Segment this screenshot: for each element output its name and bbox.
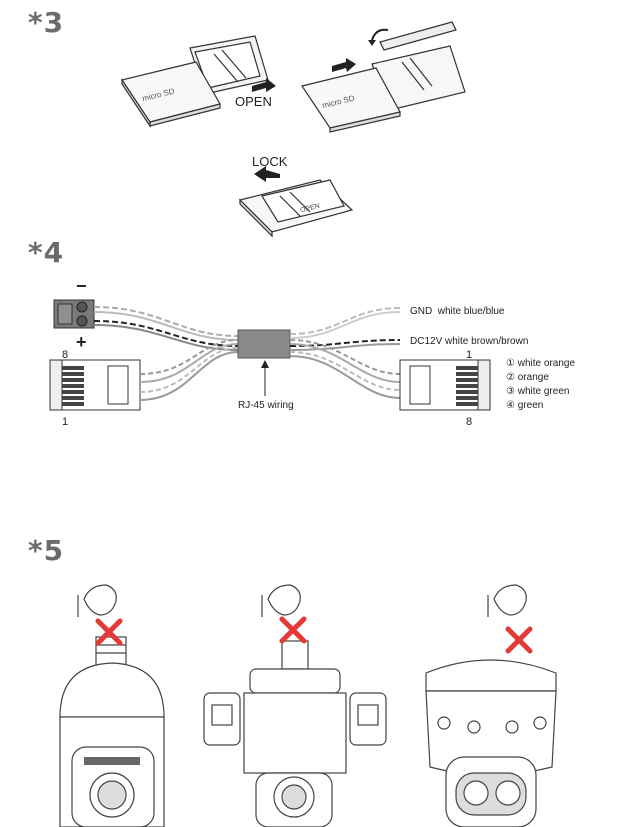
wiring-diagram: − + 8 1 [49, 276, 575, 428]
pair-label-2: ② orange [506, 372, 549, 383]
camera-left [59, 584, 165, 827]
section-3-heading: *3 [28, 6, 65, 39]
rj45-wiring-label: RJ-45 wiring [238, 400, 294, 411]
tray-text: OPEN [300, 203, 321, 215]
sd-card-open-illustration: micro SD [121, 35, 276, 128]
x-mark-icon [279, 616, 307, 644]
left-pin-bottom: 1 [62, 416, 68, 428]
lock-label: LOCK [252, 154, 288, 169]
camera-right [425, 584, 557, 827]
pair-label-1: ① white orange [506, 358, 575, 369]
power-wires-left [93, 306, 239, 351]
camera-middle [203, 584, 387, 827]
rj45-connector-left [49, 359, 141, 411]
rj45-pointer-arrowhead [261, 360, 269, 368]
wires-right [289, 307, 401, 399]
camera-handling-figure [59, 584, 557, 827]
right-pin-bottom: 8 [466, 416, 472, 428]
sd-card-insert-illustration: micro SD [301, 21, 466, 133]
x-mark-icon [95, 618, 123, 646]
right-pin-top: 1 [466, 349, 472, 361]
minus-label: − [76, 276, 87, 296]
rj45-connector-right [399, 359, 491, 411]
power-terminal-block [53, 299, 95, 329]
left-pin-top: 8 [62, 349, 68, 361]
sd-card-figure: micro SD OPEN micro SD OPEN LOCK [121, 21, 466, 238]
sd-card-lock-illustration: OPEN [238, 166, 354, 238]
pair-label-4: ④ green [506, 400, 543, 411]
rj45-junction-box [237, 329, 291, 359]
dc12v-label: DC12V white brown/brown [410, 336, 528, 347]
section-4-heading: *4 [28, 236, 65, 269]
plus-label: + [76, 332, 87, 352]
section-5-heading: *5 [28, 534, 65, 567]
x-mark-icon [505, 626, 533, 654]
open-label: OPEN [235, 94, 272, 109]
pair-label-3: ③ white green [506, 386, 569, 397]
data-wires-left [139, 339, 239, 401]
gnd-label: GND white blue/blue [410, 306, 505, 317]
